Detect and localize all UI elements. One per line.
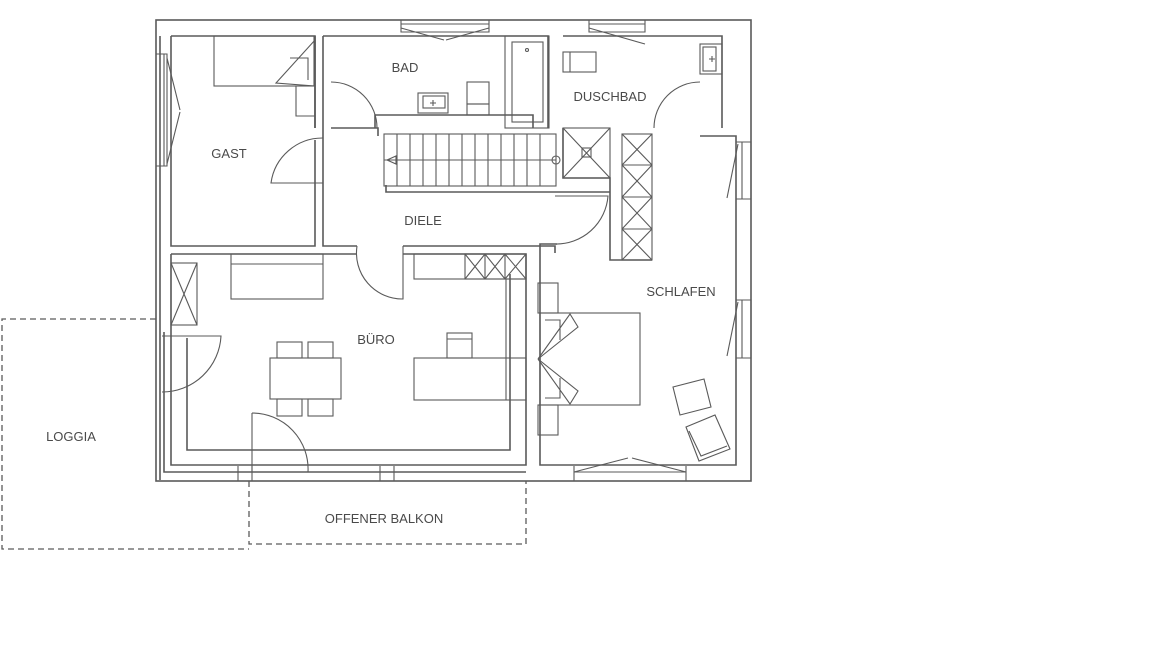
label-loggia: LOGGIA [46,429,96,444]
nightstands [537,282,559,436]
loggia [1,318,249,550]
label-bad: BAD [392,60,419,75]
armchairs [672,378,731,462]
label-gast: GAST [211,146,246,161]
label-balkon: OFFENER BALKON [325,511,443,526]
sofa [230,253,324,300]
wardrobe-buero [170,262,198,326]
staircase [383,133,561,187]
double-bed [537,312,641,406]
sink-bad [417,92,449,114]
toilet-bad [466,81,490,116]
shower [562,127,611,179]
label-diele: DIELE [404,213,442,228]
bathtub [504,35,550,129]
cabinet-duschbad [621,133,653,261]
desk [413,279,527,401]
label-buero: BÜRO [357,332,395,347]
balcony [248,481,527,545]
windows [156,20,752,482]
outer-walls [155,19,752,482]
guest-bed [213,35,316,117]
sink-duschbad [699,43,723,75]
label-schlafen: SCHLAFEN [646,284,715,299]
label-duschbad: DUSCHBAD [574,89,647,104]
shelf-buero [413,253,527,280]
doors [161,81,701,473]
toilet-duschbad [562,51,597,73]
dining-table [269,341,342,417]
